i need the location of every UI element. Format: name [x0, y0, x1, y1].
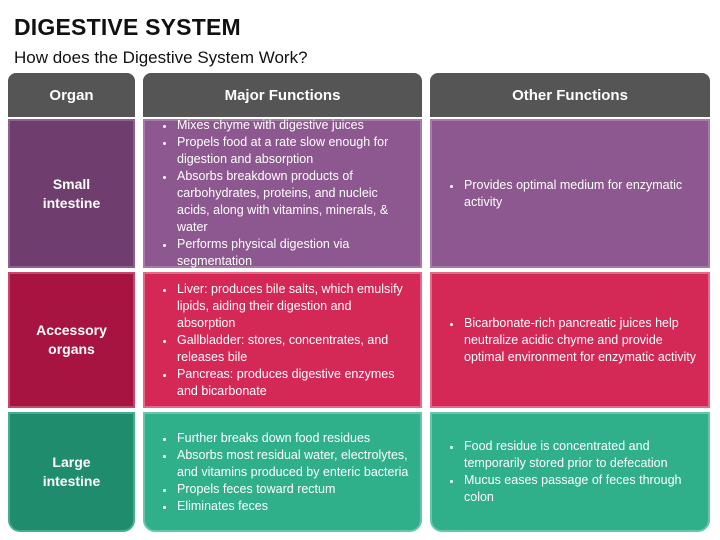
list-item: Propels feces toward rectum: [175, 481, 412, 498]
page-subtitle: How does the Digestive System Work?: [14, 48, 308, 67]
page-title: DIGESTIVE SYSTEM: [14, 14, 241, 40]
list-item: Absorbs most residual water, electrolyte…: [175, 447, 412, 481]
other-functions-list: Provides optimal medium for enzymatic ac…: [432, 177, 708, 211]
list-item: Further breaks down food residues: [175, 430, 412, 447]
header-other-label: Other Functions: [512, 86, 628, 104]
list-item: Performs physical digestion via segmenta…: [175, 236, 412, 270]
organ-label-line1: Accessory: [36, 322, 107, 338]
other-functions-list: Bicarbonate-rich pancreatic juices help …: [432, 315, 708, 366]
other-functions-list: Food residue is concentrated and tempora…: [432, 438, 708, 506]
other-functions-large-intestine: Food residue is concentrated and tempora…: [430, 412, 710, 532]
organ-cell-small-intestine: Small intestine: [8, 119, 135, 268]
list-item: Provides optimal medium for enzymatic ac…: [462, 177, 700, 211]
major-functions-list: Further breaks down food residues Absorb…: [145, 430, 420, 515]
organ-cell-large-intestine: Large intestine: [8, 412, 135, 532]
list-item: Liver: produces bile salts, which emulsi…: [175, 281, 412, 332]
other-functions-accessory-organs: Bicarbonate-rich pancreatic juices help …: [430, 272, 710, 408]
list-item: Propels food at a rate slow enough for d…: [175, 134, 412, 168]
list-item: Bicarbonate-rich pancreatic juices help …: [462, 315, 700, 366]
major-functions-large-intestine: Further breaks down food residues Absorb…: [143, 412, 422, 532]
header-major-label: Major Functions: [224, 86, 341, 104]
list-item: Gallbladder: stores, concentrates, and r…: [175, 332, 412, 366]
list-item: Mixes chyme with digestive juices: [175, 117, 412, 134]
major-functions-list: Liver: produces bile salts, which emulsi…: [145, 281, 420, 400]
list-item: Pancreas: produces digestive enzymes and…: [175, 366, 412, 400]
organ-label-line1: Small: [52, 175, 91, 192]
organ-label-line2: organs: [48, 341, 95, 357]
list-item: Mucus eases passage of feces through col…: [462, 472, 700, 506]
header-organ-label: Organ: [49, 86, 94, 104]
major-functions-small-intestine: Mixes chyme with digestive juices Propel…: [143, 117, 422, 270]
organ-label-line1: Large: [52, 454, 91, 470]
header-major-functions: Major Functions: [143, 73, 422, 117]
organ-label-line2: intestine: [42, 473, 101, 489]
list-item: Food residue is concentrated and tempora…: [462, 438, 700, 472]
header-organ: Organ: [8, 73, 135, 117]
organ-cell-accessory-organs: Accessory organs: [8, 272, 135, 408]
major-functions-accessory-organs: Liver: produces bile salts, which emulsi…: [143, 272, 422, 408]
other-functions-small-intestine: Provides optimal medium for enzymatic ac…: [430, 119, 710, 268]
list-item: Eliminates feces: [175, 498, 412, 515]
organ-label-line2: intestine: [42, 194, 101, 211]
major-functions-list: Mixes chyme with digestive juices Propel…: [145, 117, 420, 270]
list-item: Absorbs breakdown products of carbohydra…: [175, 168, 412, 236]
header-other-functions: Other Functions: [430, 73, 710, 117]
